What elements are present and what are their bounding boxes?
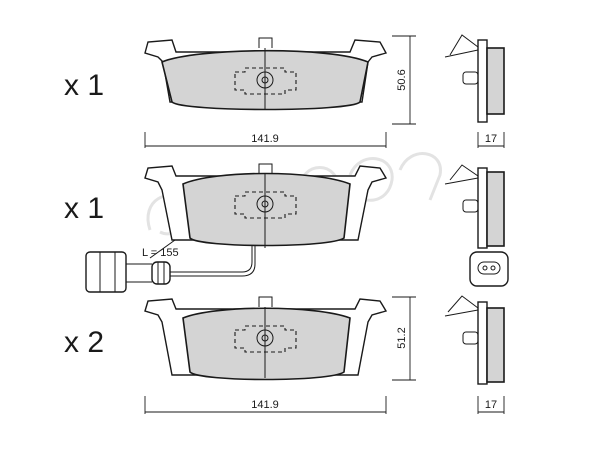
- quantity-label-row3: x 2: [64, 326, 104, 359]
- brake-pad-bottom-side-view: [444, 295, 505, 385]
- thickness-bottom-value: 17: [485, 399, 497, 411]
- sensor-plug-face: [469, 251, 509, 287]
- brake-pad-middle-front-view: [144, 163, 388, 248]
- sensor-boot: [151, 261, 171, 285]
- wear-sensor: L = 155: [85, 239, 256, 293]
- dimension-thickness-top: 17: [477, 132, 505, 148]
- height-bottom-value: 51.2: [396, 327, 408, 348]
- quantity-label-row1: x 1: [64, 69, 104, 102]
- width-top-value: 141.9: [251, 133, 279, 145]
- dimension-height-bottom: 51.2: [392, 296, 416, 381]
- cable-length-label: L = 155: [142, 247, 179, 259]
- dimension-height-top: 50.6: [392, 35, 416, 125]
- brake-pad-top-side-view: [444, 34, 505, 123]
- dimension-thickness-bottom: 17: [477, 396, 505, 414]
- dimension-width-top: 141.9: [144, 132, 387, 148]
- width-bottom-value: 141.9: [251, 399, 279, 411]
- height-top-value: 50.6: [396, 69, 408, 90]
- thickness-top-value: 17: [485, 133, 497, 145]
- brake-pad-top-front-view: [144, 37, 388, 111]
- quantity-label-row2: x 1: [64, 192, 104, 225]
- brake-pad-bottom-front-view: [144, 296, 388, 381]
- brake-pad-middle-side-view: [444, 164, 505, 249]
- sensor-connector: [85, 251, 127, 293]
- dimension-width-bottom: 141.9: [144, 396, 387, 414]
